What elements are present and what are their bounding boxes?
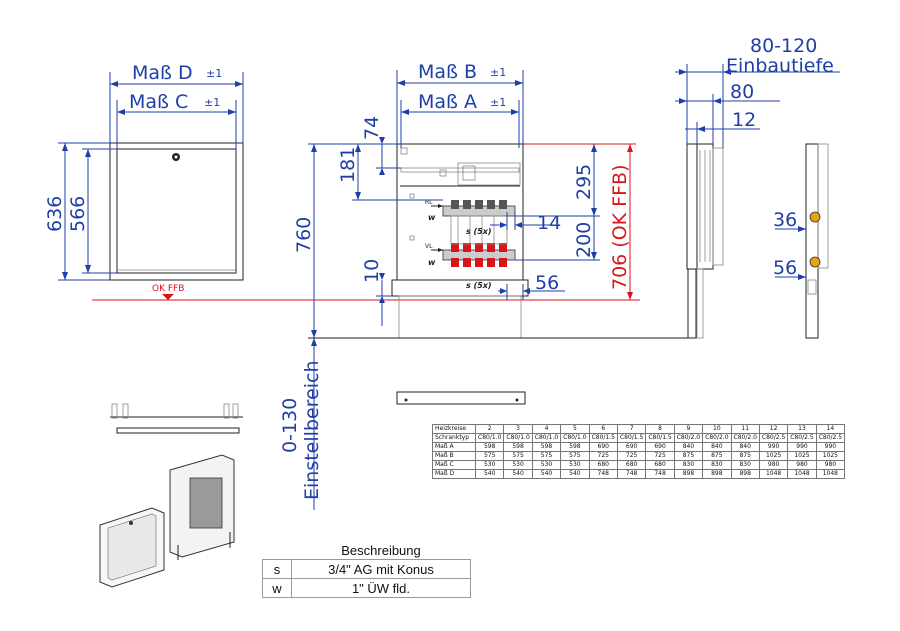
dim-a-label: Maß A [418,91,477,113]
top-view-sketch [396,391,526,405]
height-636: 636 [44,196,66,232]
dim-80: 80 [730,81,754,103]
table-row: w 1" ÜW fld. [262,578,471,598]
front-view: Maß D ±1 Maß C ±1 636 566 OK FFB [44,62,244,300]
top-profile-sketch [110,403,243,434]
dim-706-ok-ffb: 706 (OK FFB) [609,165,631,290]
dim-d-label: Maß D [132,62,193,84]
description-table: Beschreibung s 3/4" AG mit Konus w 1" ÜW… [262,541,471,598]
svg-text:s (5x): s (5x) [466,281,492,290]
height-566: 566 [67,196,89,232]
einbautiefe-label: Einbautiefe [726,55,834,77]
svg-text:±1: ±1 [206,67,222,80]
svg-text:VL: VL [425,243,433,250]
dim-760: 760 [293,217,315,253]
dim-14: 14 [537,212,561,234]
side-view: 80-120 Einbautiefe 80 12 36 56 [675,35,840,339]
valves-bottom [451,243,507,267]
cabinet-frame [109,142,244,281]
valves-top [451,200,507,209]
ok-ffb-label: OK FFB [152,284,184,294]
dim-200: 200 [573,222,595,258]
svg-text:w: w [428,213,436,222]
isometric-cabinet-closed [99,507,165,588]
table-row: s 3/4" AG mit Konus [262,559,471,579]
svg-text:s (5x): s (5x) [466,227,492,236]
isometric-cabinet-open [169,454,235,560]
ffb-marker-icon [162,294,174,300]
dim-36: 36 [773,209,797,231]
description-value: 1" ÜW fld. [291,578,471,598]
dim-295: 295 [573,164,595,200]
dim-56: 56 [535,272,559,294]
description-value: 3/4" AG mit Konus [291,559,471,579]
dim-56-side: 56 [773,257,797,279]
open-view: RL VL w w s (5x) s (5x) Maß B ±1 Maß A ±… [293,61,636,339]
adjust-range: 0-130 Einstellbereich [279,337,690,510]
dim-181: 181 [337,147,359,183]
description-header: Beschreibung [291,541,471,560]
dim-12: 12 [732,109,756,131]
dim-b-label: Maß B [418,61,477,83]
description-key: s [262,559,292,579]
dim-10: 10 [361,259,383,283]
dim-80-120: 80-120 [750,35,817,57]
adjust-range-label: Einstellbereich [301,360,323,500]
svg-text:w: w [428,258,436,267]
dim-74: 74 [361,116,383,140]
adjust-range-value: 0-130 [279,398,301,453]
dim-c-label: Maß C [129,91,188,113]
cabinet-door [116,148,237,274]
svg-text:RL: RL [425,199,433,206]
description-key: w [262,578,292,598]
table-header-row: Beschreibung [262,541,471,560]
svg-text:±1: ±1 [490,96,506,109]
svg-text:±1: ±1 [204,96,220,109]
svg-text:±1: ±1 [490,66,506,79]
